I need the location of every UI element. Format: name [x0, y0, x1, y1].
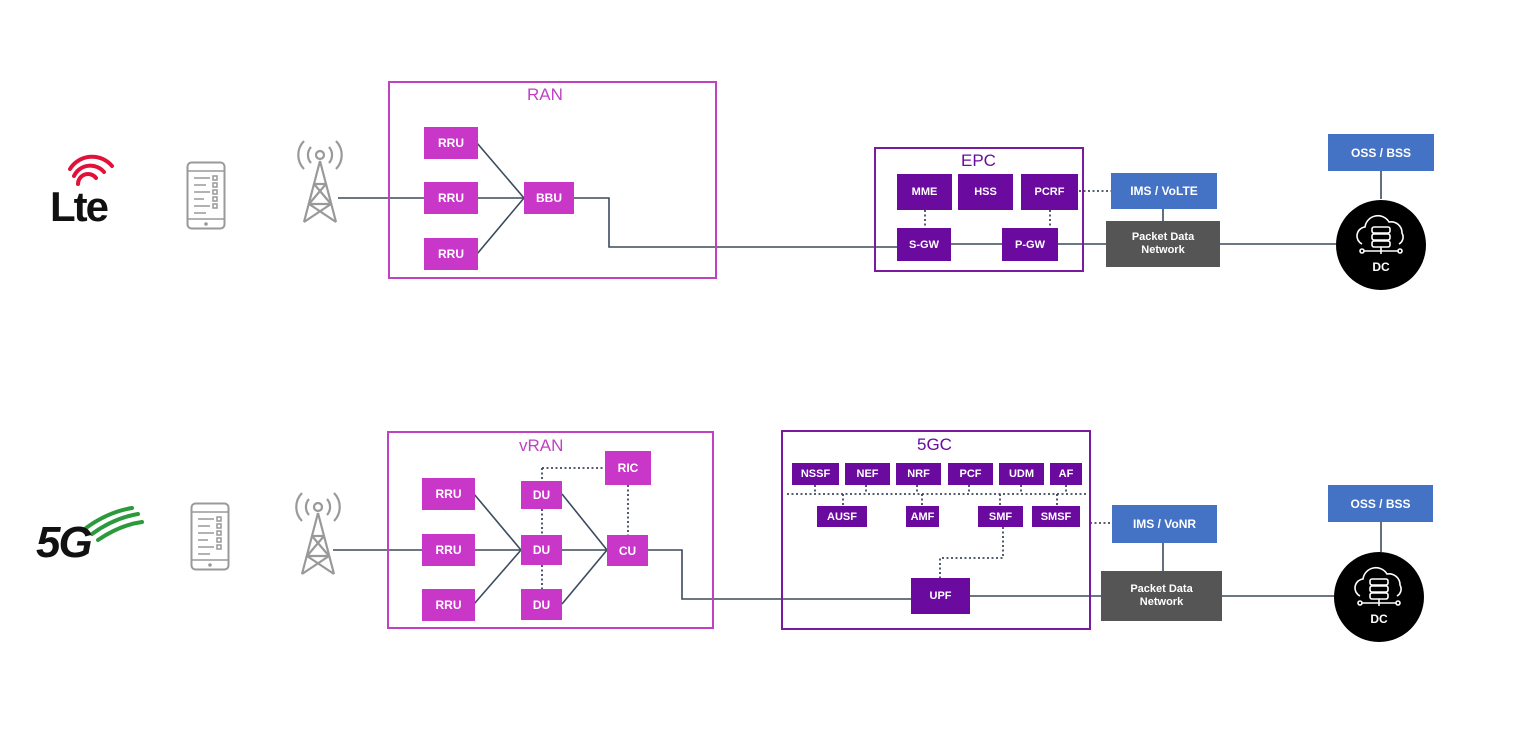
oss-bss-node[interactable]: OSS / BSS [1328, 134, 1434, 171]
lte-logo: Lte [48, 150, 128, 230]
cloud-database-icon [1354, 566, 1402, 606]
phone-icon [190, 502, 230, 571]
5gc-frame [781, 430, 1091, 630]
vran-frame [387, 431, 714, 629]
pgw-node[interactable]: P-GW [1002, 228, 1058, 261]
pdn-label-line2: Network [1141, 244, 1185, 256]
du-node[interactable]: DU [521, 535, 562, 565]
ran-frame [388, 81, 717, 279]
lte-logo-text: Lte [50, 183, 109, 230]
pcrf-node[interactable]: PCRF [1021, 174, 1078, 210]
ausf-node[interactable]: AUSF [817, 506, 867, 527]
rru-node[interactable]: RRU [422, 589, 475, 621]
udm-node[interactable]: UDM [999, 463, 1044, 485]
rru-node[interactable]: RRU [424, 182, 478, 214]
nef-node[interactable]: NEF [845, 463, 890, 485]
epc-frame [874, 147, 1084, 272]
ric-node[interactable]: RIC [605, 451, 651, 485]
oss-bss-node[interactable]: OSS / BSS [1328, 485, 1433, 522]
smsf-node[interactable]: SMSF [1032, 506, 1080, 527]
nrf-node[interactable]: NRF [896, 463, 941, 485]
ims-vonr-node[interactable]: IMS / VoNR [1112, 505, 1217, 543]
cloud-database-icon [1356, 214, 1404, 254]
packet-data-network-node[interactable]: Packet Data Network [1101, 571, 1222, 621]
pdn-label-line1: Packet Data [1130, 583, 1193, 595]
data-center-node[interactable]: DC [1336, 200, 1426, 290]
cell-tower-icon [297, 140, 343, 223]
5g-swoosh-icon [84, 506, 144, 542]
dc-label: DC [1370, 612, 1388, 626]
cell-tower-icon [295, 492, 341, 575]
dc-label: DC [1372, 260, 1390, 274]
5g-logo: 5G [36, 500, 146, 570]
pdn-label-line1: Packet Data [1131, 231, 1195, 243]
ims-volte-node[interactable]: IMS / VoLTE [1111, 173, 1217, 209]
bbu-node[interactable]: BBU [524, 182, 574, 214]
lte-signal-arcs-icon [68, 154, 114, 186]
5g-logo-text: 5G [36, 518, 93, 567]
af-node[interactable]: AF [1050, 463, 1082, 485]
nssf-node[interactable]: NSSF [792, 463, 839, 485]
phone-icon [186, 161, 226, 230]
sgw-node[interactable]: S-GW [897, 228, 951, 261]
rru-node[interactable]: RRU [422, 478, 475, 510]
amf-node[interactable]: AMF [906, 506, 939, 527]
packet-data-network-node[interactable]: Packet Data Network [1106, 221, 1220, 267]
ran-title: RAN [527, 85, 563, 104]
5gc-title: 5GC [917, 435, 952, 454]
upf-node[interactable]: UPF [911, 578, 970, 614]
epc-title: EPC [961, 151, 996, 170]
pcf-node[interactable]: PCF [948, 463, 993, 485]
rru-node[interactable]: RRU [422, 534, 475, 566]
rru-node[interactable]: RRU [424, 238, 478, 270]
mme-node[interactable]: MME [897, 174, 952, 210]
du-node[interactable]: DU [521, 589, 562, 620]
smf-node[interactable]: SMF [978, 506, 1023, 527]
cu-node[interactable]: CU [607, 535, 648, 566]
rru-node[interactable]: RRU [424, 127, 478, 159]
hss-node[interactable]: HSS [958, 174, 1013, 210]
du-node[interactable]: DU [521, 481, 562, 509]
data-center-node[interactable]: DC [1334, 552, 1424, 642]
pdn-label-line2: Network [1139, 596, 1184, 608]
vran-title: vRAN [519, 436, 564, 455]
